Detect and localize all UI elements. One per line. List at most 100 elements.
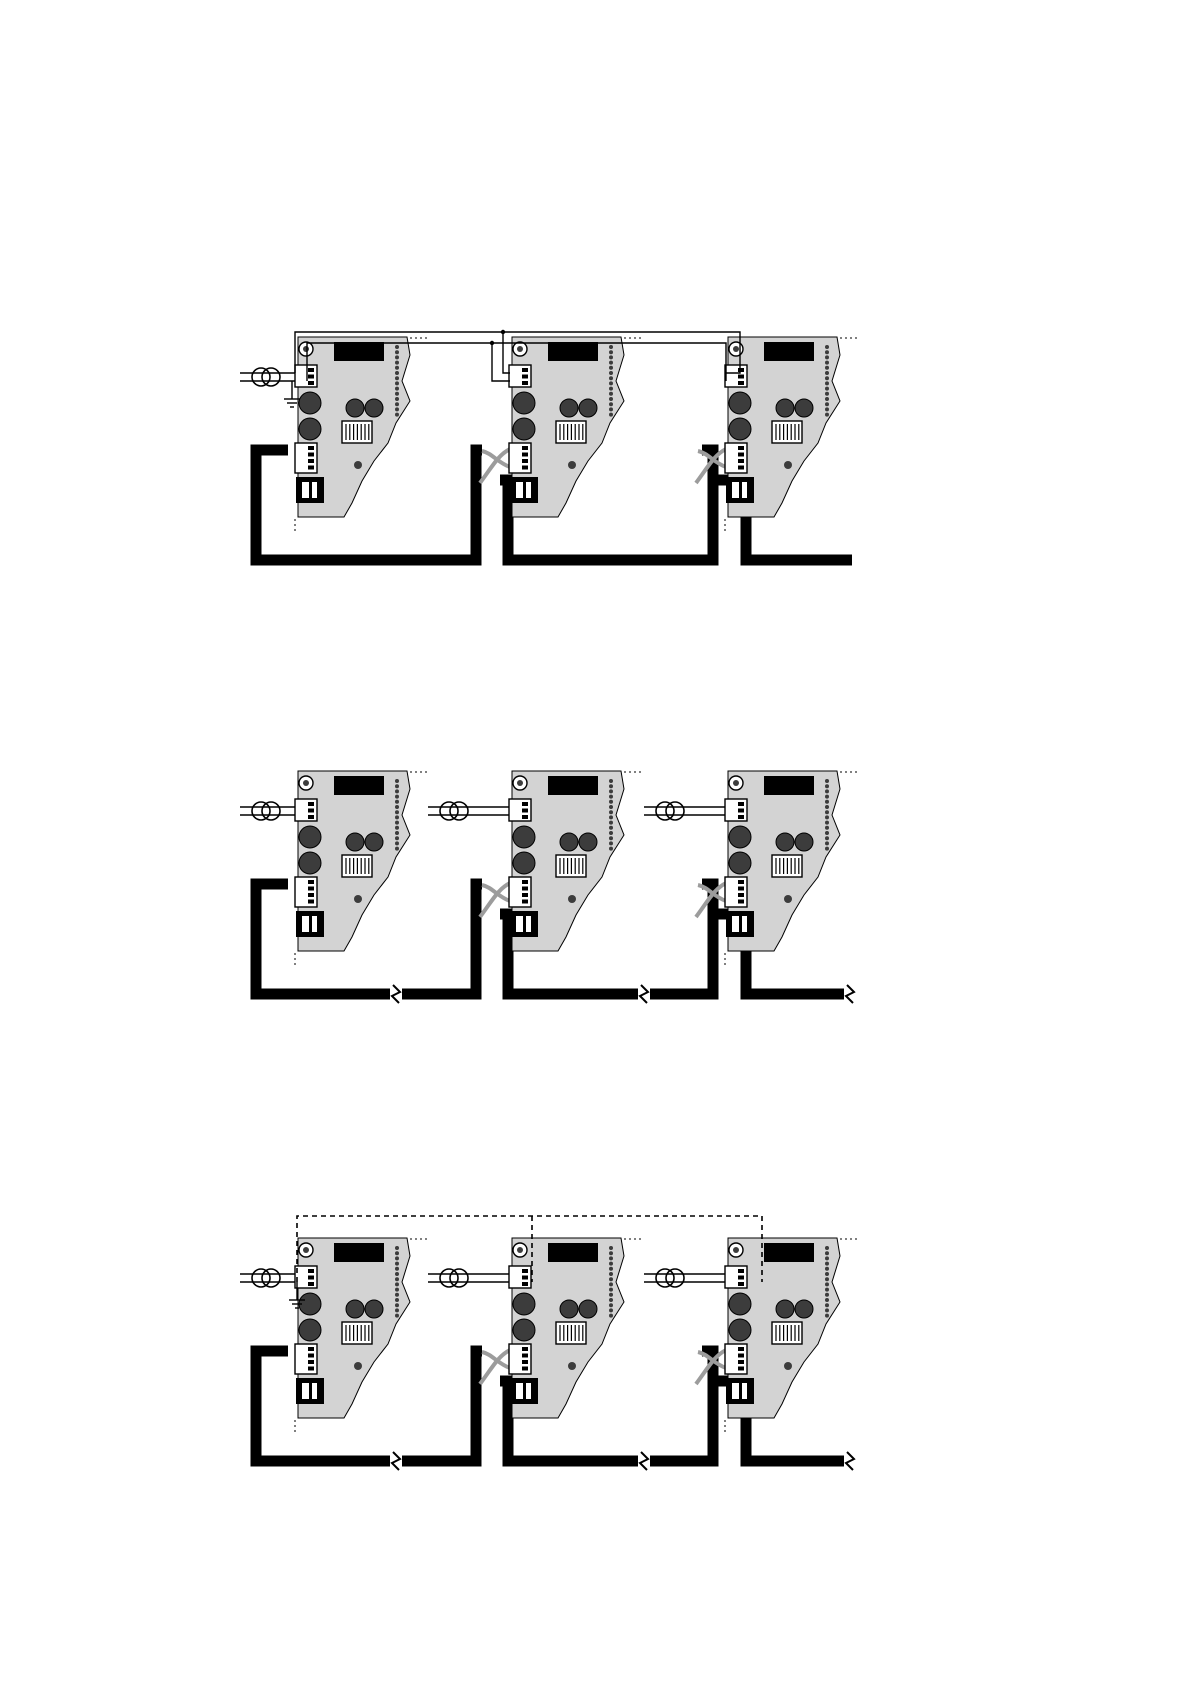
pin-header [609, 1288, 613, 1292]
terminal-screw [522, 466, 528, 470]
terminal-screw [522, 887, 528, 891]
terminal-screw [308, 802, 314, 806]
pin-header [609, 392, 613, 396]
pin-header [609, 366, 613, 370]
pin-header [609, 810, 613, 814]
relay-contact-bar [523, 916, 526, 932]
circuit-board [509, 337, 642, 533]
pin-header [395, 821, 399, 825]
transformer-coil [450, 802, 468, 820]
pin-header [825, 779, 829, 783]
pin-header [609, 847, 613, 851]
terminal-screw [308, 381, 314, 385]
pin-header [395, 413, 399, 417]
terminal-screw [738, 1269, 744, 1273]
circuit-board [725, 337, 858, 533]
capacitor [729, 392, 751, 414]
terminal-screw [308, 368, 314, 372]
pin-header [825, 805, 829, 809]
terminal-screw [738, 1347, 744, 1351]
pin-header [395, 831, 399, 835]
status-led [568, 461, 576, 469]
terminal-screw [522, 900, 528, 904]
transformer-icon [252, 802, 280, 820]
mounting-hole-center [733, 1247, 739, 1253]
pin-header [609, 1272, 613, 1276]
terminal-screw [308, 1354, 314, 1358]
pin-header [395, 1293, 399, 1297]
mounting-hole-center [303, 346, 309, 352]
capacitor [729, 1293, 751, 1315]
pin-header [825, 413, 829, 417]
terminal-screw [522, 375, 528, 379]
pin-header [825, 371, 829, 375]
terminal-screw [308, 1282, 314, 1286]
bus-junction [501, 330, 505, 334]
pin-header [609, 1293, 613, 1297]
pin-header [825, 1314, 829, 1318]
circuit-board [509, 1238, 642, 1434]
terminal-screw [308, 815, 314, 819]
display-module [334, 776, 384, 795]
capacitor [299, 826, 321, 848]
pin-header [609, 805, 613, 809]
pin-header [825, 345, 829, 349]
status-led [354, 895, 362, 903]
capacitor [513, 1293, 535, 1315]
pin-header [609, 826, 613, 830]
pin-header [825, 1298, 829, 1302]
pin-header [825, 800, 829, 804]
pin-header [395, 1267, 399, 1271]
pin-header [825, 407, 829, 411]
capacitor [365, 833, 383, 851]
terminal-screw [522, 1282, 528, 1286]
capacitor [776, 399, 794, 417]
capacitor [299, 418, 321, 440]
terminal-screw [308, 1347, 314, 1351]
pin-header [395, 1288, 399, 1292]
pin-header [609, 355, 613, 359]
pin-header [395, 355, 399, 359]
terminal-screw [522, 1347, 528, 1351]
capacitor [299, 392, 321, 414]
status-led [568, 895, 576, 903]
pin-header [395, 1256, 399, 1260]
terminal-screw [308, 809, 314, 813]
pin-header [825, 1267, 829, 1271]
pin-header [825, 381, 829, 385]
terminal-screw [738, 900, 744, 904]
terminal-screw [522, 459, 528, 463]
pin-header [609, 795, 613, 799]
pin-header [825, 1293, 829, 1297]
pin-header [395, 805, 399, 809]
pin-header [825, 847, 829, 851]
pin-header [395, 361, 399, 365]
transformer-coil [262, 1269, 280, 1287]
pin-header [395, 841, 399, 845]
terminal-screw [522, 1269, 528, 1273]
terminal-screw [522, 809, 528, 813]
relay-contact-bar [523, 1383, 526, 1399]
transformer-coil [252, 368, 270, 386]
pin-header [395, 1282, 399, 1286]
pin-header [395, 407, 399, 411]
terminal-screw [738, 1354, 744, 1358]
transformer-icon [440, 802, 468, 820]
transformer-coil [656, 1269, 674, 1287]
capacitor [729, 826, 751, 848]
terminal-screw [738, 880, 744, 884]
mounting-hole-center [517, 780, 523, 786]
pin-header [609, 800, 613, 804]
terminal-screw [522, 1360, 528, 1364]
terminal-screw [738, 802, 744, 806]
pin-header [609, 413, 613, 417]
pin-header [609, 1256, 613, 1260]
pin-header [395, 397, 399, 401]
pin-header [825, 397, 829, 401]
terminal-screw [308, 453, 314, 457]
terminal-screw [738, 1276, 744, 1280]
pin-header [609, 1303, 613, 1307]
terminal-screw [308, 900, 314, 904]
transformer-icon [252, 368, 280, 386]
relay-contact-bar [309, 482, 312, 498]
